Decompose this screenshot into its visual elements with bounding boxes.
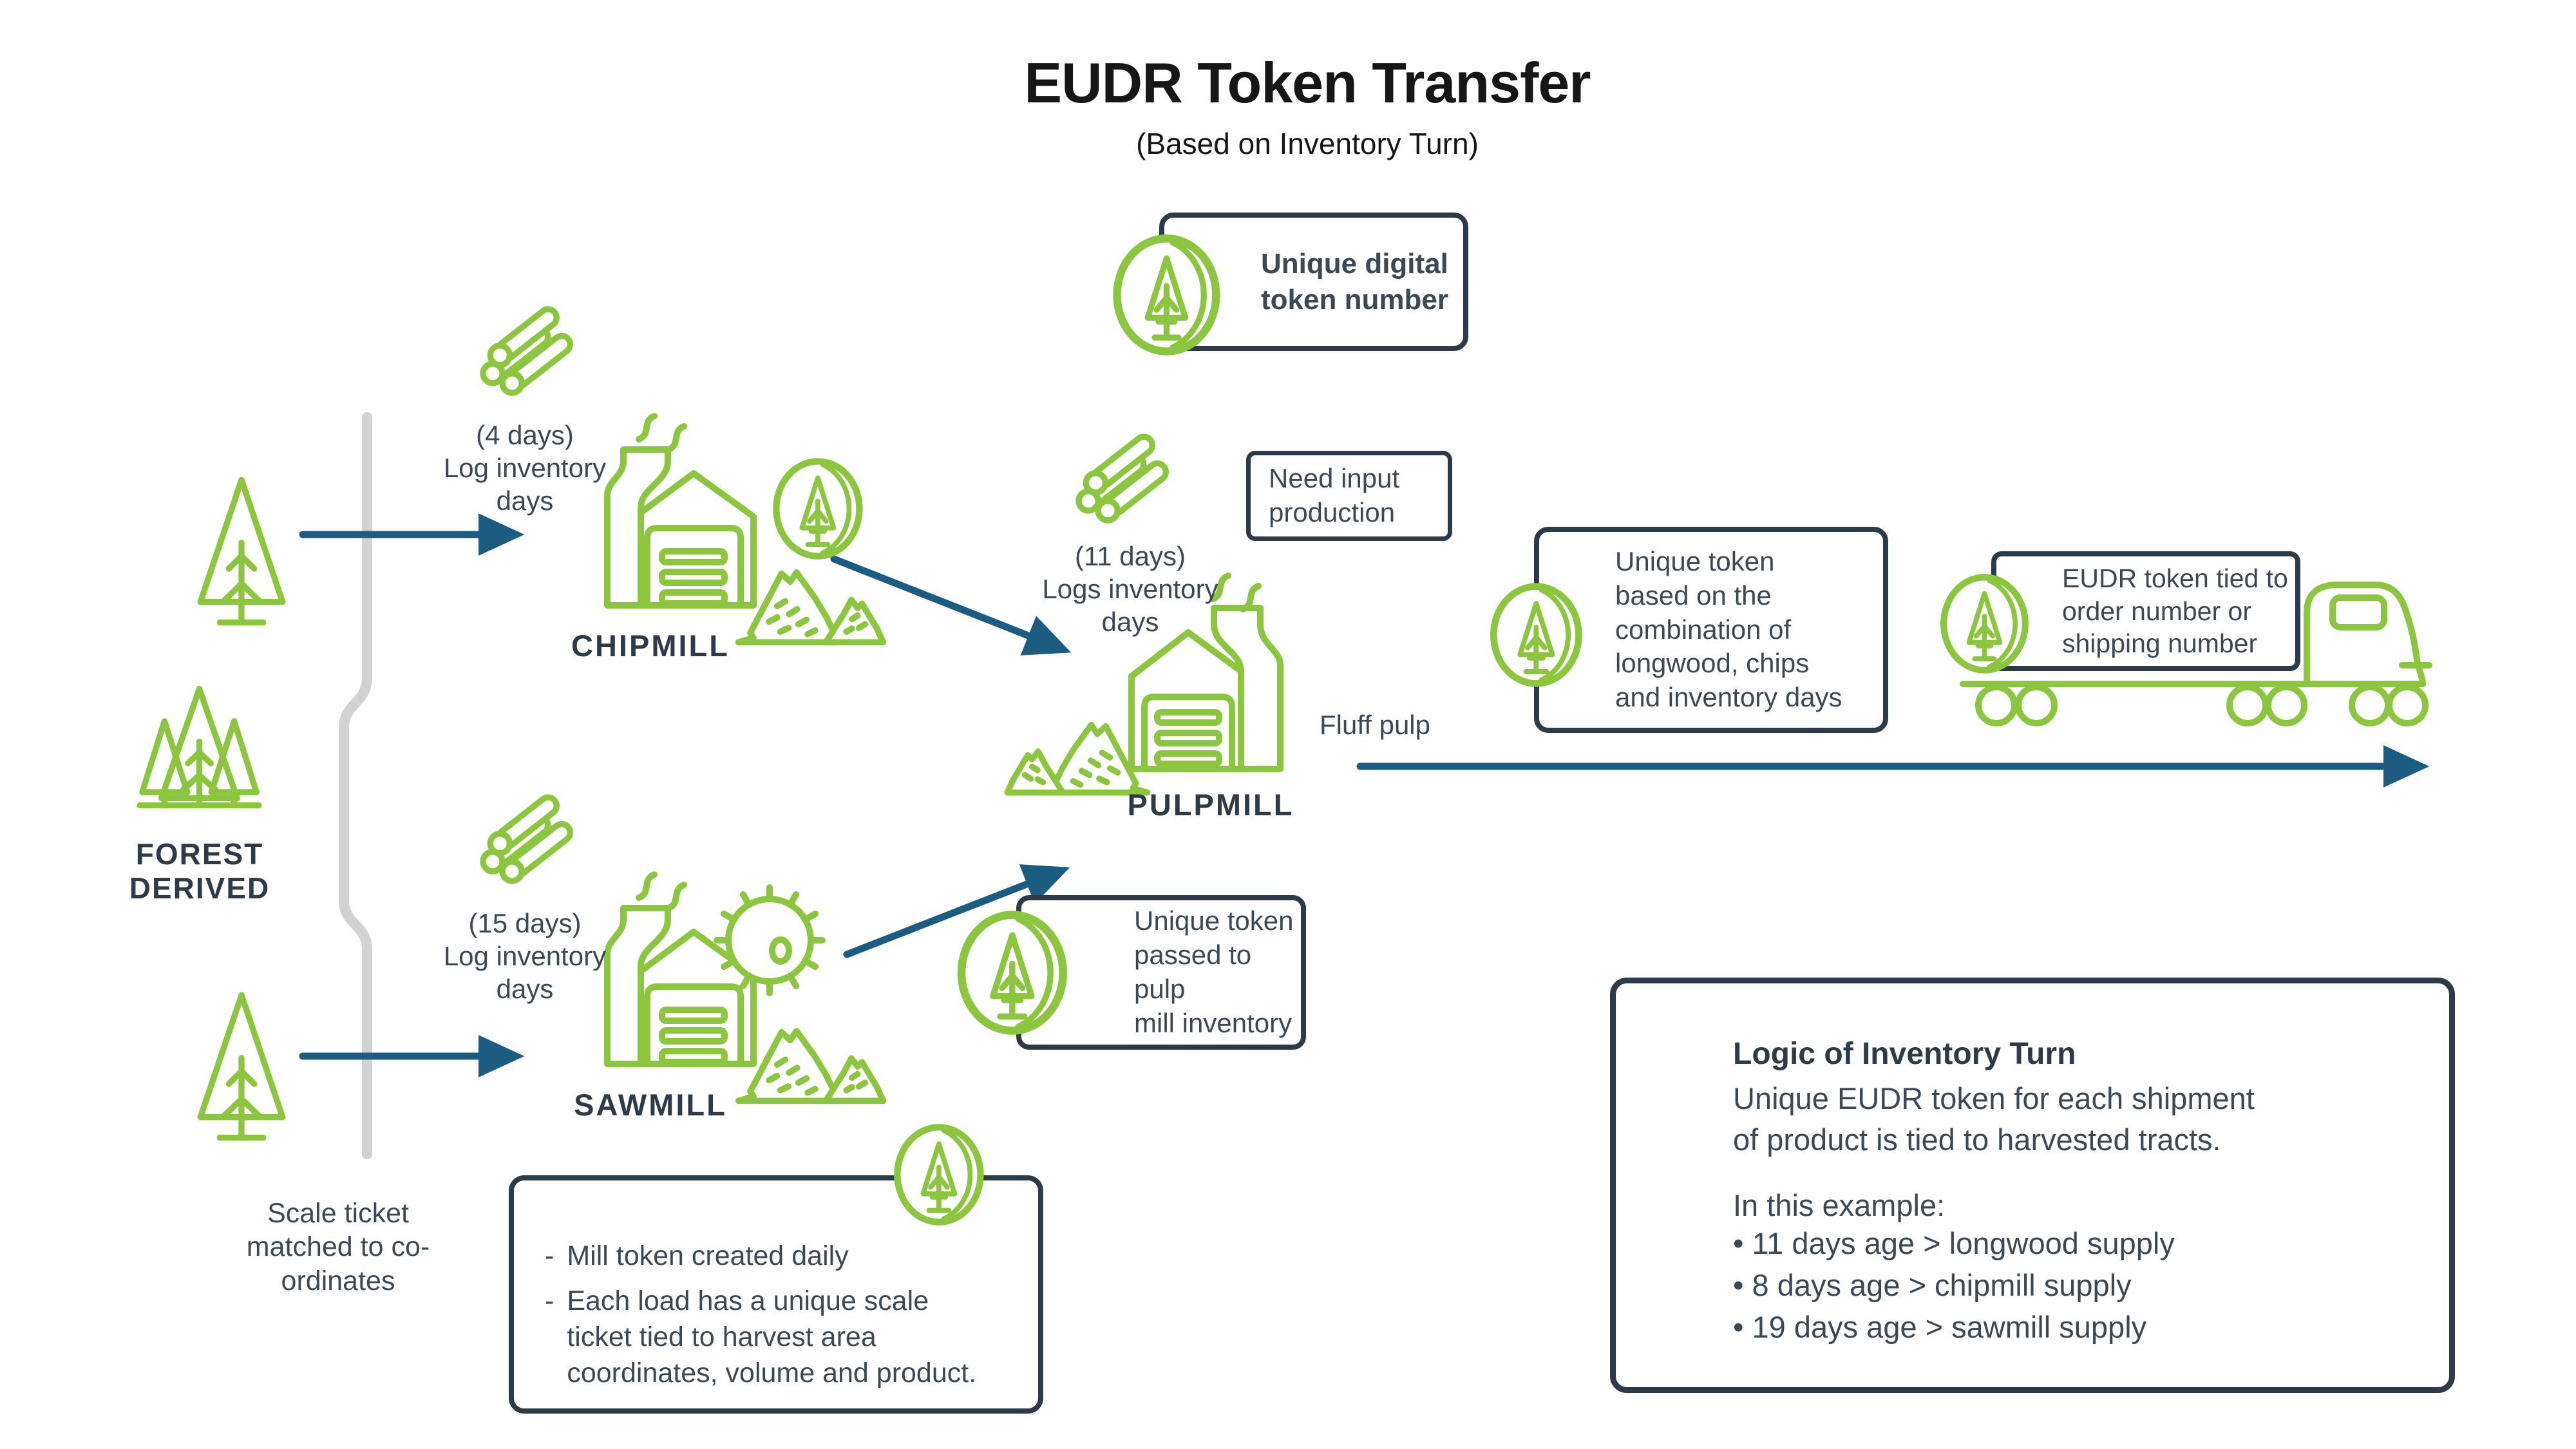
fluff-pulp-label: Fluff pulp xyxy=(1320,710,1430,740)
chipmill-label: CHIPMILL xyxy=(571,629,730,663)
arrow-sawmill-to-pulpmill xyxy=(843,864,1070,958)
scale-ticket-timeline xyxy=(339,412,372,1159)
mill-token-item: - Each load has a unique scale ticket ti… xyxy=(545,1283,976,1392)
forest-cluster-icon xyxy=(137,685,262,809)
sawmill-label: SAWMILL xyxy=(574,1088,727,1122)
pulpmill-icon xyxy=(1128,573,1283,772)
bullet-dash: - xyxy=(545,1240,554,1271)
logic-body: Unique EUDR token for each shipment of p… xyxy=(1733,1081,2255,1157)
logs-icon xyxy=(1075,433,1169,524)
pulp-token-box: Unique token passed to pulp mill invento… xyxy=(1016,895,1306,1050)
page-title: EUDR Token Transfer xyxy=(1024,51,1591,115)
logic-box: Logic of Inventory Turn Unique EUDR toke… xyxy=(1610,978,2455,1393)
pulp-pile-icon xyxy=(1004,721,1151,796)
combination-token-box: Unique token based on the combination of… xyxy=(1534,527,1888,733)
pulp-token-label: Unique token passed to pulp mill invento… xyxy=(1134,905,1294,1038)
pulpmill-label: PULPMILL xyxy=(1127,788,1294,822)
logic-bullet: • 8 days age > chipmill supply xyxy=(1733,1267,2132,1302)
unique-token-legend-label: Unique digital token number xyxy=(1261,248,1448,316)
combination-token-label: Unique token based on the combination of… xyxy=(1615,545,1842,713)
bullet-dash: - xyxy=(545,1285,554,1316)
bullet-text: Each load has a unique scale ticket tied… xyxy=(567,1285,977,1388)
saw-blade-icon xyxy=(714,884,826,996)
page-subtitle: (Based on Inventory Turn) xyxy=(1136,127,1479,160)
token-coin-icon xyxy=(1940,574,2029,674)
tree-icon xyxy=(197,477,286,626)
tree-icon xyxy=(197,992,286,1141)
bullet-text: Mill token created daily xyxy=(567,1240,849,1271)
sawmill-inventory-note: (15 days) Log inventory days xyxy=(443,908,607,1005)
logic-title: Logic of Inventory Turn xyxy=(1733,1037,2076,1071)
logic-bullet: • 11 days age > longwood supply xyxy=(1733,1226,2175,1260)
logic-intro: In this example: xyxy=(1733,1188,1946,1222)
mill-token-item: - Mill token created daily xyxy=(545,1238,976,1274)
arrow-chipmill-to-pulpmill xyxy=(830,555,1072,656)
chip-pile-icon xyxy=(735,569,887,646)
shipping-token-label: EUDR token tied to order number or shipp… xyxy=(2062,563,2288,659)
shipping-token-box: EUDR token tied to order number or shipp… xyxy=(1991,551,2300,671)
pulpmill-inventory-note: (11 days) Logs inventory days xyxy=(1042,541,1218,638)
forest-derived-label: FOREST DERIVED xyxy=(129,837,270,905)
chipmill-icon xyxy=(604,413,757,609)
need-input-label: Need input production xyxy=(1269,463,1400,527)
chipmill-inventory-note: (4 days) Log inventory days xyxy=(443,420,607,516)
token-coin-icon xyxy=(894,1124,984,1226)
truck-icon xyxy=(1960,582,2432,726)
logs-icon xyxy=(480,794,573,884)
chip-pile-icon xyxy=(735,1027,887,1104)
scale-ticket-note: Scale ticket matched to co- ordinates xyxy=(246,1198,430,1296)
token-coin-icon xyxy=(1113,234,1220,355)
token-coin-icon xyxy=(773,458,863,560)
token-coin-icon xyxy=(957,911,1067,1035)
token-coin-icon xyxy=(1490,583,1582,687)
logs-icon xyxy=(480,306,573,396)
logic-bullet: • 19 days age > sawmill supply xyxy=(1733,1309,2147,1344)
sawmill-icon xyxy=(604,871,826,1067)
need-input-box: Need input production xyxy=(1246,451,1452,541)
